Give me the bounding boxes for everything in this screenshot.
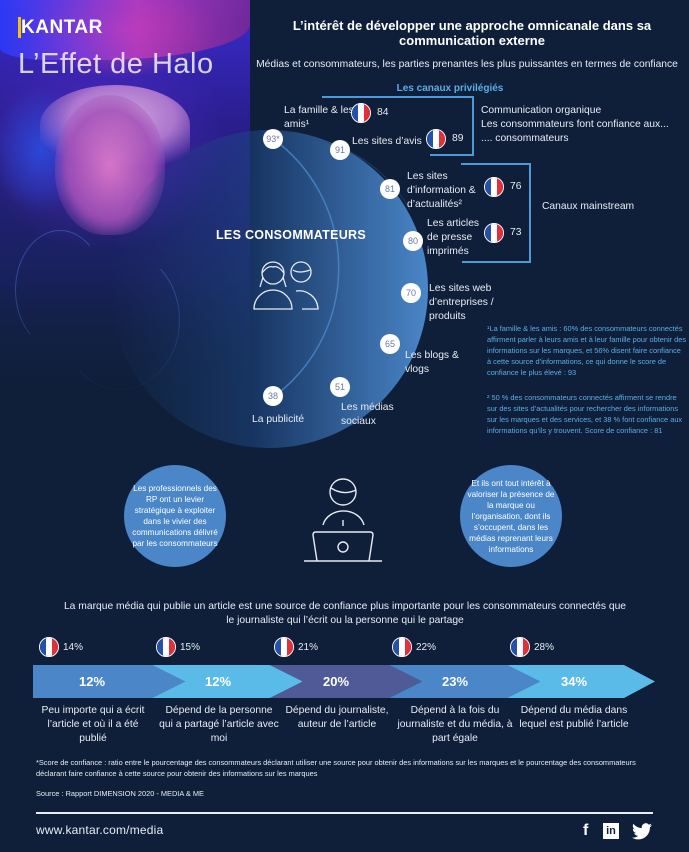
logo-text: KANTAR (18, 17, 103, 38)
organic-line3: .... consommateurs (481, 133, 569, 144)
footnote-2: ² 50 % des consommateurs connectés affir… (487, 393, 683, 435)
segment-value: 23% (441, 674, 469, 689)
label-review-sites: Les sites d’avis (352, 136, 422, 147)
label-advertising: La publicité (252, 414, 305, 425)
score-news-sites: 81 (380, 179, 400, 199)
organic-line2: Les consommateurs font confiance aux... (481, 119, 669, 130)
segment-value: 20% (322, 674, 350, 689)
mainstream-note: Canaux mainstream (542, 201, 635, 212)
label-social-media: Les médias sociaux (341, 402, 394, 427)
france-flag-icon (426, 129, 446, 149)
fr-stat-5: 28% (510, 637, 554, 657)
bubble-pr-professionals: Les professionnels des RP ont un levier … (124, 465, 226, 567)
label-family: La famille & les amis¹ (284, 105, 354, 130)
score-company-sites: 70 (401, 283, 421, 303)
bracket-mainstream-bottom (462, 261, 531, 263)
france-flag-icon (392, 637, 412, 657)
bracket-organic-bottom (430, 154, 474, 156)
footnote-1: ¹La famille & les amis : 60% des consomm… (487, 324, 687, 377)
fr-stat-2: 15% (156, 637, 200, 657)
bubble-media-presence: Et ils ont tout intérêt à valoriser la p… (460, 465, 562, 567)
segment-label: Dépend à la fois du journaliste et du mé… (397, 705, 513, 744)
arrow-band (33, 665, 655, 698)
fr-stat-4: 22% (392, 637, 436, 657)
two-people-icon (253, 261, 319, 310)
fr-value-family: 84 (377, 107, 389, 118)
france-flag-icon (274, 637, 294, 657)
label-news-sites: Les sites d’information & d’actualités² (407, 171, 476, 210)
segment-label: Dépend du média dans lequel est publié l… (519, 705, 629, 730)
label-blogs: Les blogs & vlogs (405, 350, 459, 375)
fr-percent: 21% (298, 641, 319, 653)
organic-note: Communication organique Les consommateur… (481, 104, 689, 146)
consumers-label: LES CONSOMMATEURS (216, 228, 367, 242)
score-advertising: 38 (263, 386, 283, 406)
linkedin-icon[interactable]: in (603, 823, 619, 839)
segment-value: 12% (78, 674, 106, 689)
fr-stat-1: 14% (39, 637, 83, 657)
kantar-logo: KANTAR (18, 17, 103, 39)
source-note: Source : Rapport DIMENSION 2020 - MEDIA … (36, 789, 204, 798)
label-company-sites: Les sites web d’entreprises / produits (429, 283, 494, 322)
facebook-icon[interactable]: f (583, 822, 589, 839)
score-blogs: 65 (380, 334, 400, 354)
segment-value: 12% (204, 674, 232, 689)
score-definition: *Score de confiance : ratio entre le pou… (36, 758, 636, 778)
france-flag-icon (156, 637, 176, 657)
score-print-press: 80 (403, 231, 423, 251)
subtitle: Médias et consommateurs, les parties pre… (256, 59, 678, 70)
bracket-organic-side (472, 96, 474, 155)
score-family: 93* (263, 129, 283, 149)
france-flag-icon (484, 223, 504, 243)
segment-label: Dépend du journaliste, auteur de l’artic… (285, 705, 389, 730)
infographic-title: L’Effet de Halo (18, 48, 214, 80)
segment-label: Peu importe qui a écrit l’article et où … (41, 705, 145, 744)
france-flag-icon (351, 103, 371, 123)
segment-label: Dépend de la personne qui a partagé l’ar… (159, 705, 279, 744)
score-review-sites: 91 (330, 140, 350, 160)
label-print-press: Les articles de presse imprimés (427, 218, 480, 257)
segment-value: 34% (560, 674, 588, 689)
person-laptop-icon (304, 478, 382, 562)
bracket-mainstream-side (529, 163, 531, 262)
france-flag-icon (39, 637, 59, 657)
france-flag-icon (510, 637, 530, 657)
section-label: Les canaux privilégiés (396, 83, 504, 94)
score-social-media: 51 (330, 377, 350, 397)
fr-value-news-sites: 76 (510, 181, 522, 192)
fr-value-print-press: 73 (510, 227, 522, 238)
fr-percent: 14% (63, 641, 84, 653)
fr-stat-3: 21% (274, 637, 318, 657)
twitter-icon[interactable] (632, 823, 652, 840)
footer-divider (36, 812, 653, 814)
bracket-mainstream-top (461, 163, 531, 165)
france-flag-icon (484, 177, 504, 197)
main-title: L’intérêt de développer une approche omn… (292, 18, 652, 48)
bracket-organic-top (322, 96, 474, 98)
fr-percent: 28% (534, 641, 555, 653)
band-title: La marque média qui publie un article es… (63, 601, 627, 626)
fr-value-review-sites: 89 (452, 133, 464, 144)
fr-percent: 15% (180, 641, 201, 653)
fr-percent: 22% (416, 641, 437, 653)
organic-title: Communication organique (481, 105, 602, 116)
website-link[interactable]: www.kantar.com/media (36, 823, 164, 837)
